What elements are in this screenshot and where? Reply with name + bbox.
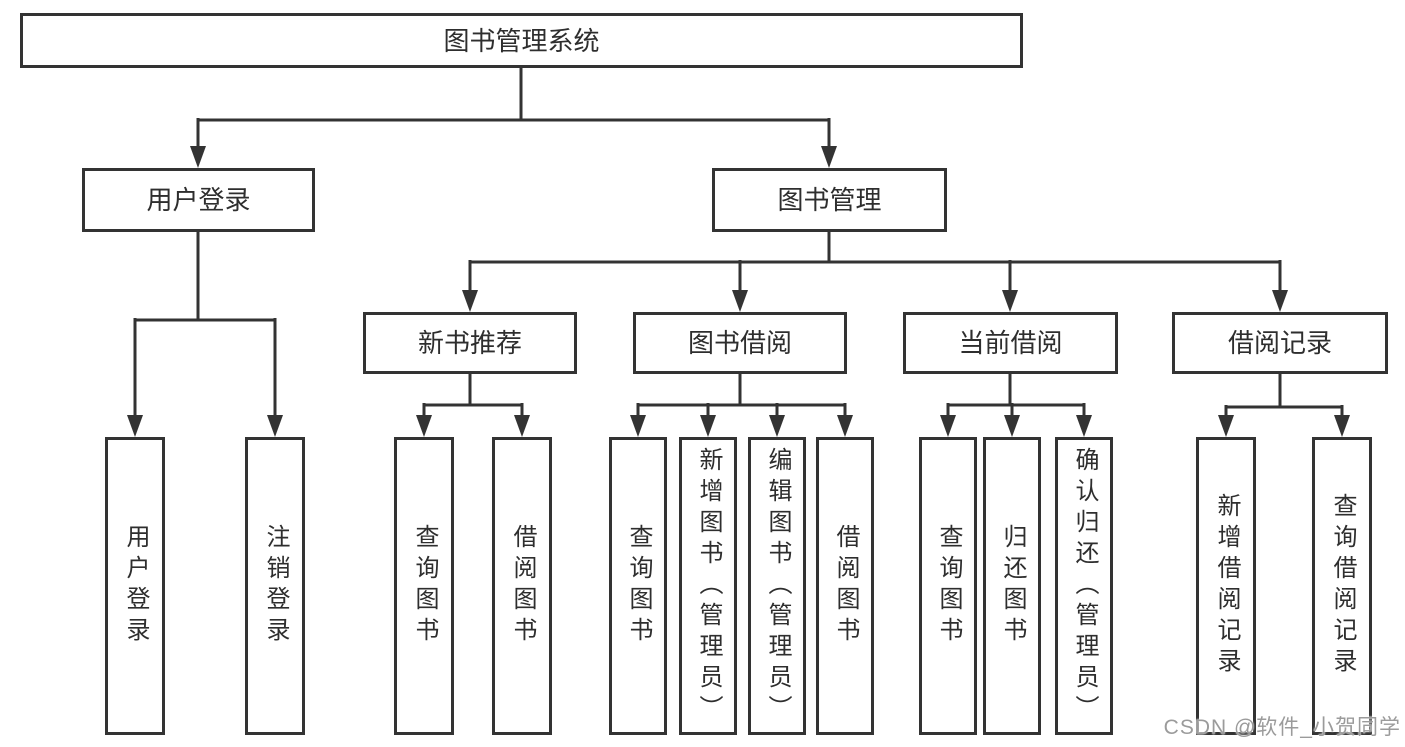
arrowheads — [127, 146, 1350, 437]
leaf-query-borrow-record: 查询借阅记录 — [1312, 437, 1372, 735]
leaf-label: 注销登录 — [262, 524, 289, 648]
node-book-borrow: 图书借阅 — [633, 312, 847, 374]
leaf-label: 新增图书（管理员） — [695, 446, 722, 726]
leaf-label: 借阅图书 — [509, 524, 536, 648]
leaf-label: 查询图书 — [935, 524, 962, 648]
leaf-confirm-return-admin: 确认归还（管理员） — [1055, 437, 1113, 735]
leaf-borrow-book: 借阅图书 — [816, 437, 874, 735]
leaf-query-book-current: 查询图书 — [919, 437, 977, 735]
leaf-query-book-borrow: 查询图书 — [609, 437, 667, 735]
leaf-borrow-book-recommend: 借阅图书 — [492, 437, 552, 735]
leaf-user-login: 用户登录 — [105, 437, 165, 735]
leaf-label: 借阅图书 — [832, 524, 859, 648]
leaf-add-book-admin: 新增图书（管理员） — [679, 437, 737, 735]
leaf-label: 新增借阅记录 — [1213, 493, 1240, 679]
leaf-label: 查询图书 — [411, 524, 438, 648]
node-book-management: 图书管理 — [712, 168, 947, 232]
leaf-query-book-recommend: 查询图书 — [394, 437, 454, 735]
leaf-label: 查询借阅记录 — [1329, 493, 1356, 679]
node-new-book-recommend: 新书推荐 — [363, 312, 577, 374]
leaf-label: 归还图书 — [999, 524, 1026, 648]
leaf-return-book: 归还图书 — [983, 437, 1041, 735]
leaf-label: 查询图书 — [625, 524, 652, 648]
node-library-management-system: 图书管理系统 — [20, 13, 1023, 68]
leaf-label: 编辑图书（管理员） — [764, 446, 791, 726]
node-borrow-record: 借阅记录 — [1172, 312, 1388, 374]
leaf-add-borrow-record: 新增借阅记录 — [1196, 437, 1256, 735]
node-user-login: 用户登录 — [82, 168, 315, 232]
leaf-label: 用户登录 — [122, 524, 149, 648]
leaf-edit-book-admin: 编辑图书（管理员） — [748, 437, 806, 735]
leaf-label: 确认归还（管理员） — [1071, 446, 1098, 726]
node-current-borrow: 当前借阅 — [903, 312, 1118, 374]
leaf-logout: 注销登录 — [245, 437, 305, 735]
